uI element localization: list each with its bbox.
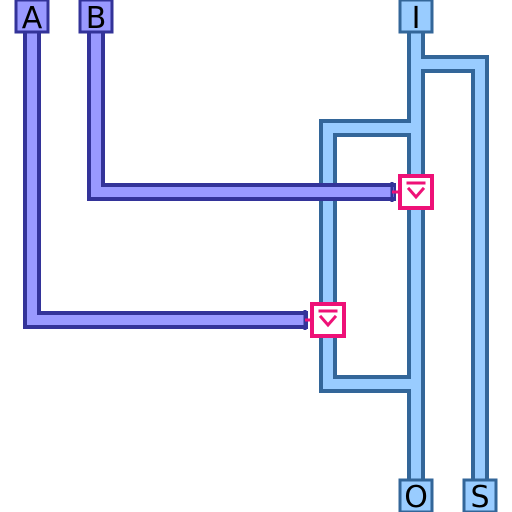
port-i-label: I xyxy=(412,1,421,36)
port-a[interactable]: A xyxy=(14,0,50,36)
gate-upper-box xyxy=(398,174,434,210)
port-s-box xyxy=(462,478,498,512)
port-o-label: O xyxy=(404,480,428,512)
port-b-label: B xyxy=(86,1,107,36)
input-wire-outline xyxy=(23,0,396,329)
bus-loop-outline xyxy=(319,119,416,393)
port-a-box xyxy=(14,0,50,34)
gate-lower[interactable] xyxy=(305,302,346,338)
port-s-label: S xyxy=(470,480,489,512)
chevron-down-icon xyxy=(318,309,338,328)
bus-fill xyxy=(323,0,485,512)
port-i[interactable]: I xyxy=(398,0,434,36)
port-o[interactable]: O xyxy=(398,478,434,512)
port-b-box xyxy=(78,0,114,34)
bus-network xyxy=(319,0,489,512)
chevron-down-icon xyxy=(406,181,426,200)
gate-lower-box xyxy=(310,302,346,338)
wire-b-fill xyxy=(91,0,394,197)
port-i-box xyxy=(398,0,434,34)
input-wires xyxy=(23,0,396,330)
wire-b-outline xyxy=(87,0,396,201)
wire-s-fill xyxy=(416,59,485,512)
wire-a-outline xyxy=(23,0,308,329)
wire-s-outline xyxy=(416,55,489,512)
port-b[interactable]: B xyxy=(78,0,114,36)
input-wire-fill xyxy=(27,0,394,325)
port-s[interactable]: S xyxy=(462,478,498,512)
bus-loop-fill xyxy=(323,123,416,389)
port-o-box xyxy=(398,478,434,512)
port-a-label: A xyxy=(22,1,43,36)
wire-a-fill xyxy=(27,0,306,325)
bus-outline xyxy=(319,0,489,512)
gate-upper[interactable] xyxy=(392,174,434,210)
